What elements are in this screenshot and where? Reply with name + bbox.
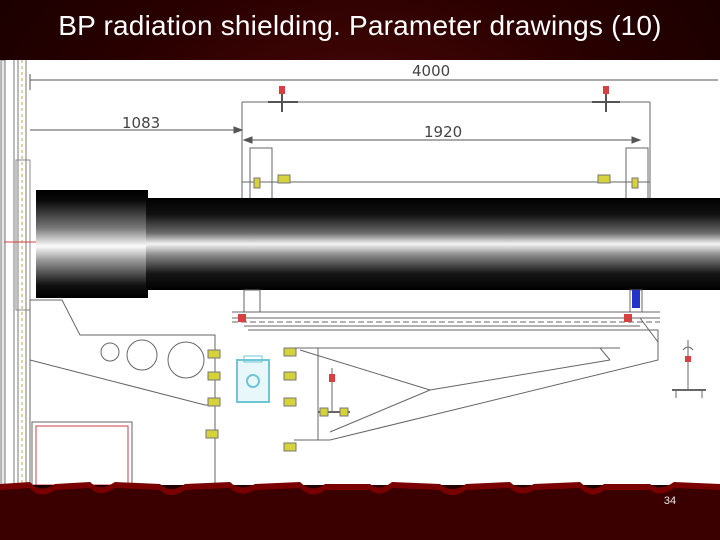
- shielding-cylinder: [146, 198, 720, 290]
- truss-lug: [318, 368, 350, 417]
- lifting-lug-left: [268, 86, 298, 112]
- shielding-cylinder-flange: [36, 190, 148, 298]
- dimension-left: [30, 126, 244, 134]
- lower-beam: [232, 311, 660, 343]
- left-wall: [0, 60, 31, 485]
- mounting-block: [236, 355, 270, 403]
- slide-title: BP radiation shielding. Parameter drawin…: [58, 10, 662, 41]
- slide-number: 34: [663, 495, 677, 507]
- base-frame: [31, 421, 133, 485]
- hook-detail: [672, 340, 706, 398]
- dimension-overall: [29, 74, 718, 90]
- upper-frame: [241, 101, 651, 201]
- truss-bracket: [294, 329, 659, 441]
- decorative-bottom-border: [0, 482, 720, 540]
- lower-supports: [243, 289, 643, 313]
- left-bracket: [29, 299, 216, 485]
- lifting-lug-right: [592, 86, 620, 112]
- dimension-overall-label: 4000: [412, 62, 450, 80]
- dimension-inner: [242, 136, 642, 144]
- dimension-inner-label: 1920: [424, 123, 462, 141]
- technical-drawing: 4000 1083 1920: [0, 60, 720, 485]
- middle-bolts: [205, 347, 297, 452]
- technical-drawing-panel: 4000 1083 1920: [0, 60, 720, 485]
- dimension-left-label: 1083: [122, 114, 160, 132]
- upper-bolts: [253, 174, 639, 189]
